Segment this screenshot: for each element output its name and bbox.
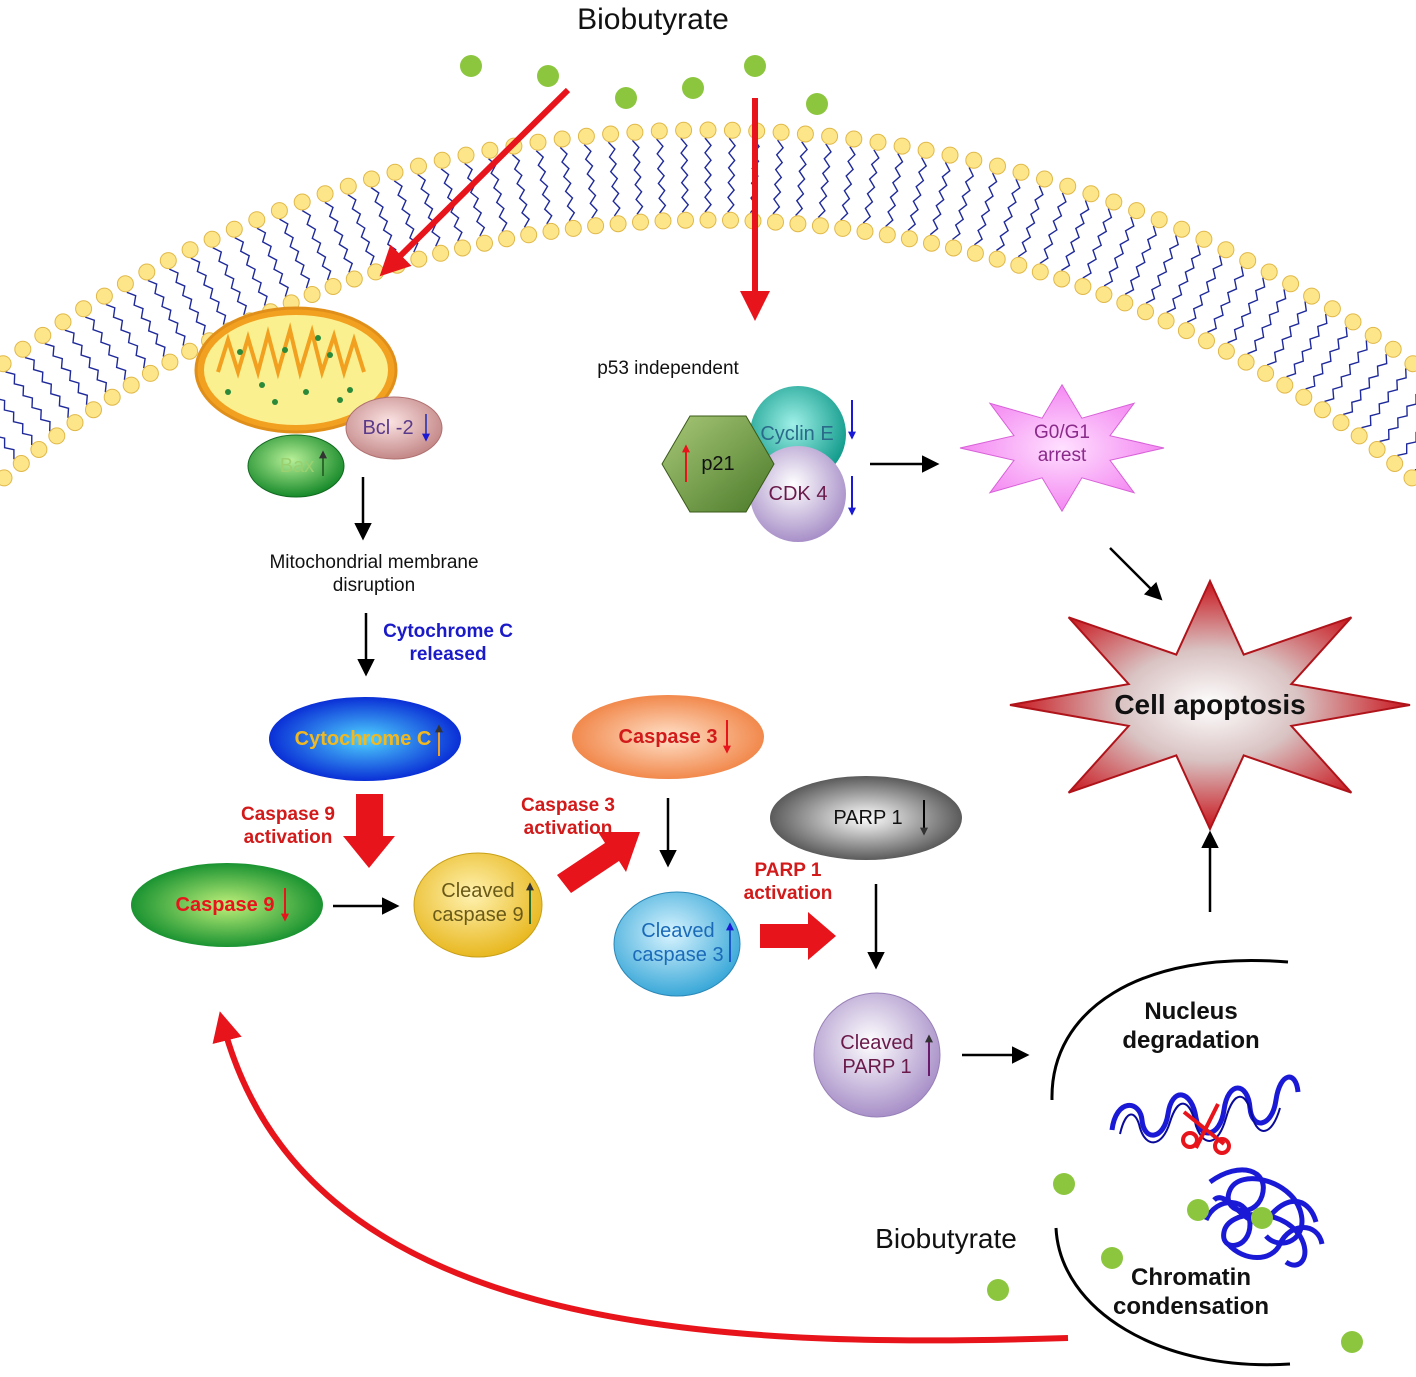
cleaved-caspase9-node — [413, 852, 543, 958]
cleaved-parp1-label: Cleaved PARP 1 — [840, 1032, 914, 1078]
caspase3-node — [572, 695, 764, 779]
cyclin-e-label: Cyclin E — [760, 423, 834, 445]
caspase3-activation-arrow — [557, 832, 640, 893]
nucleus-envelope-upper — [1050, 959, 1289, 1101]
g0g1-arrest-star — [959, 383, 1165, 513]
parp1-activation-arrow — [760, 912, 836, 960]
cytochrome-released-label: Cytochrome C released — [383, 621, 513, 665]
molecule — [1341, 1331, 1363, 1353]
parp1-node — [770, 776, 962, 860]
cleaved-parp1-node — [813, 992, 941, 1118]
cell-apoptosis-label: Cell apoptosis — [1114, 689, 1306, 720]
molecule — [1251, 1207, 1273, 1229]
biobutyrate-molecules-bottom — [987, 1173, 1363, 1353]
caspase9-node — [131, 863, 323, 947]
caspase3-label: Caspase 3 — [618, 726, 718, 748]
g0g1-label: G0/G1 arrest — [1034, 422, 1090, 466]
molecule — [615, 87, 637, 109]
entry-arrow-to-mitochondria — [379, 87, 571, 277]
arrow-g0g1-to-apoptosis — [1109, 547, 1163, 601]
nucleus-envelope-lower — [1054, 1227, 1291, 1367]
molecule — [744, 55, 766, 77]
molecule — [806, 93, 828, 115]
cell-apoptosis-star — [1009, 578, 1411, 832]
cell-membrane-bilayer — [0, 121, 1416, 487]
molecule — [460, 55, 482, 77]
biobutyrate-bottom-label: Biobutyrate — [875, 1223, 1017, 1254]
chromatin-condensation-label: Chromatin condensation — [1112, 1264, 1269, 1320]
caspase3-activation-label: Caspase 3 activation — [520, 795, 615, 839]
molecule — [682, 77, 704, 99]
bax-label: Bax — [279, 455, 315, 477]
bcl2-label: Bcl -2 — [362, 417, 414, 439]
biobutyrate-top-label: Biobutyrate — [577, 3, 729, 36]
molecule — [1187, 1199, 1209, 1221]
cleaved-caspase9-label: Cleaved caspase 9 — [432, 880, 524, 926]
p53-independent-label: p53 independent — [597, 358, 739, 379]
mito-disruption-label: Mitochondrial membrane disruption — [269, 552, 479, 596]
cytochrome-c-label: Cytochrome C — [294, 728, 432, 750]
cdk4-label: CDK 4 — [768, 483, 828, 505]
dna-strand-icon-inner — [1119, 1095, 1281, 1144]
mitochondrion — [194, 306, 398, 434]
p21-label: p21 — [701, 453, 735, 475]
p21-node — [661, 415, 775, 513]
scissors-icon — [1181, 1103, 1231, 1155]
caspase9-activation-arrow — [343, 794, 395, 868]
caspase9-activation-label: Caspase 9 activation — [240, 804, 335, 848]
biobutyrate-molecules-top — [460, 55, 828, 115]
molecule — [1053, 1173, 1075, 1195]
caspase9-label: Caspase 9 — [175, 894, 275, 916]
cleaved-caspase3-node — [613, 891, 741, 997]
molecule — [1101, 1247, 1123, 1269]
feedback-arrow-to-caspase9 — [212, 1011, 1069, 1344]
cdk4-node — [750, 446, 846, 542]
cytochrome-c-node — [269, 697, 461, 781]
bcl2-node — [345, 396, 443, 460]
molecule — [987, 1279, 1009, 1301]
parp1-label: PARP 1 — [833, 807, 903, 829]
parp1-activation-label: PARP 1 activation — [743, 860, 833, 904]
nucleus-degradation-label: Nucleus degradation — [1122, 998, 1260, 1054]
molecule — [537, 65, 559, 87]
cleaved-caspase3-label: Cleaved caspase 3 — [632, 920, 724, 966]
